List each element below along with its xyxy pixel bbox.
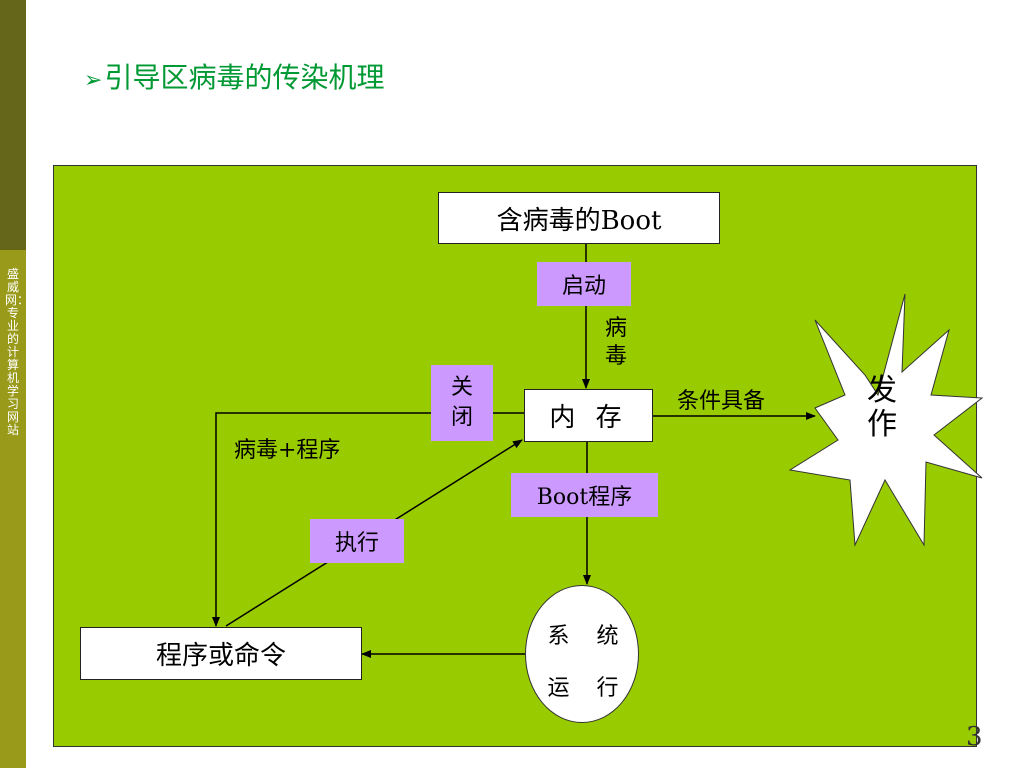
condition-label: 条件具备 — [677, 389, 766, 414]
virus-label: 病毒 — [604, 316, 627, 369]
system-run-oval: 系 统 运 行 — [525, 585, 639, 723]
slide-title: ➢引导区病毒的传染机理 — [84, 56, 384, 96]
execute-label: 执行 — [310, 519, 404, 563]
sidebar-bottom-band — [0, 250, 26, 768]
page-number: 3 — [966, 722, 983, 752]
title-bullet-icon: ➢ — [84, 68, 103, 93]
close-label: 关闭 — [431, 365, 493, 441]
outbreak-burst-shape — [788, 293, 984, 547]
sidebar-top-band — [0, 0, 26, 250]
outbreak-label: 发作 — [867, 373, 897, 442]
memory-box: 内 存 — [524, 389, 653, 442]
arrow-memory-to-program — [212, 412, 524, 627]
system-line-1: 系 统 — [547, 624, 629, 649]
system-line-2: 运 行 — [547, 676, 629, 701]
program-box: 程序或命令 — [80, 627, 362, 680]
virus-program-label: 病毒+程序 — [234, 438, 341, 463]
boot-program-label: Boot程序 — [511, 473, 658, 517]
start-label: 启动 — [537, 262, 631, 306]
sidebar: 盛威网：专业的计算机学习网站 — [0, 0, 29, 768]
boot-box: 含病毒的Boot — [438, 192, 720, 244]
title-text: 引导区病毒的传染机理 — [104, 61, 385, 94]
